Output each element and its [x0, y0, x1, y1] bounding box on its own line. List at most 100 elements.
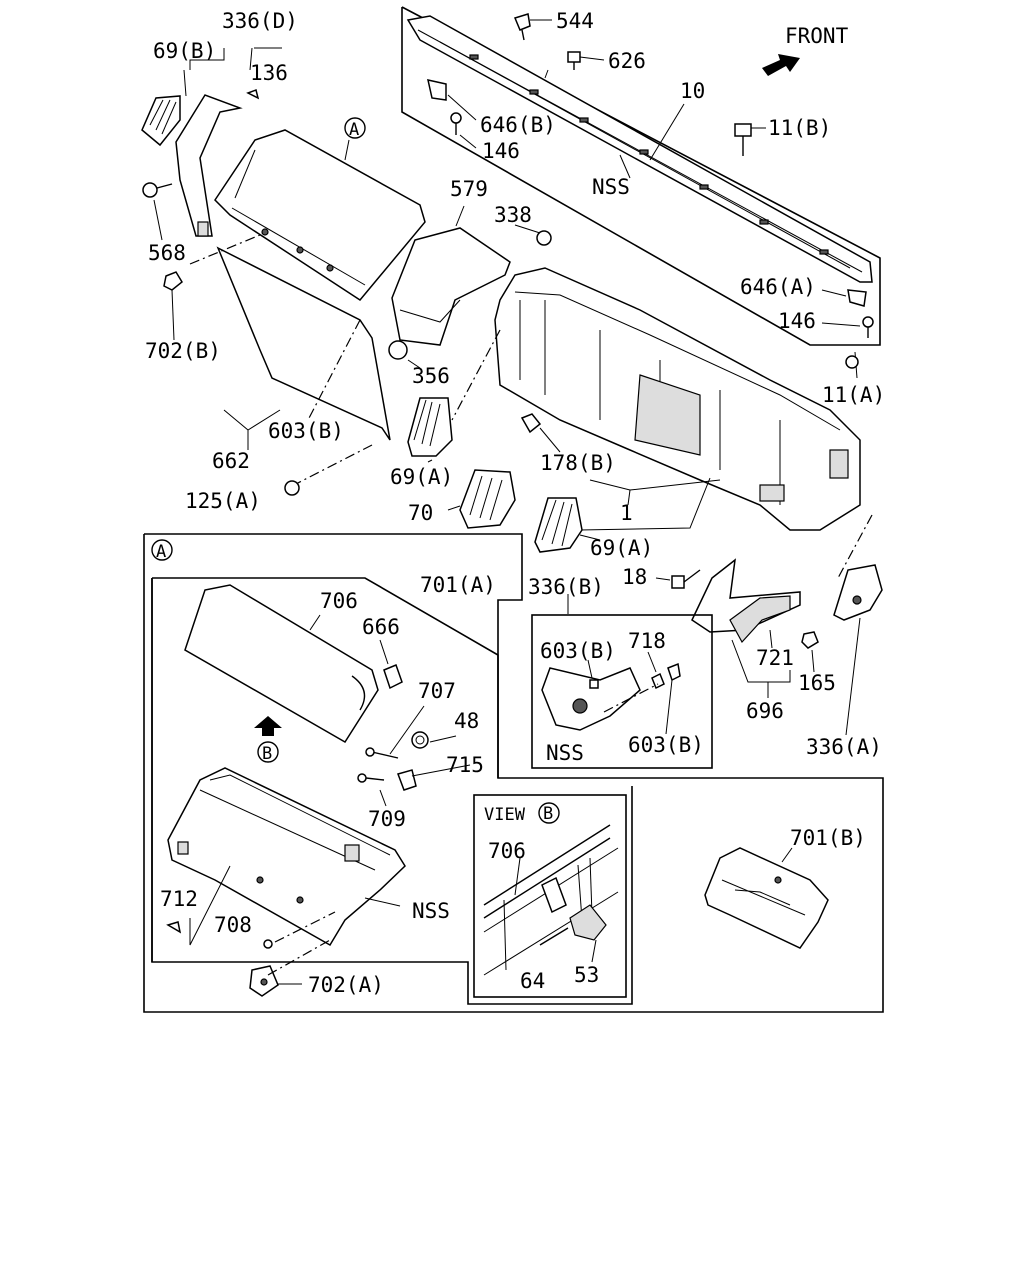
- front-label: FRONT: [785, 24, 849, 48]
- label-336d: 336(D): [222, 9, 298, 33]
- label-nss-inset: NSS: [546, 741, 584, 765]
- nut-356-icon: [388, 340, 408, 360]
- nut-702a-icon: [249, 965, 279, 997]
- bolt-568-icon: [142, 182, 173, 198]
- label-702b: 702(B): [145, 339, 221, 363]
- label-146-right: 146: [778, 309, 816, 333]
- marker-b-view: [538, 802, 560, 824]
- label-53: 53: [574, 963, 599, 987]
- lower-cover-662-icon: [216, 246, 391, 441]
- front-arrow-icon: [762, 54, 800, 76]
- label-125a: 125(A): [185, 489, 261, 513]
- stopper-715-icon: [397, 769, 417, 791]
- label-603b-inset-1: 603(B): [540, 639, 616, 663]
- marker-b-detail: [257, 741, 279, 763]
- label-336b: 336(B): [528, 575, 604, 599]
- marker-a-main: [344, 117, 366, 139]
- pin-707-icon: [365, 747, 399, 759]
- label-a-main: A: [349, 120, 359, 140]
- clip-646b-icon: [427, 79, 447, 101]
- label-709: 709: [368, 807, 406, 831]
- label-11a: 11(A): [822, 383, 885, 407]
- screw-11a-icon: [845, 355, 859, 369]
- label-701b: 701(B): [790, 826, 866, 850]
- glove-box-cover-icon: [214, 129, 426, 301]
- side-cover-336a-icon: [833, 564, 883, 621]
- label-69b: 69(B): [153, 39, 216, 63]
- dash-trim-assembly: [401, 6, 881, 379]
- glove-box-701b-icon: [704, 847, 829, 949]
- label-702a: 702(A): [308, 973, 384, 997]
- screw-708-icon: [263, 939, 273, 949]
- label-696: 696: [746, 699, 784, 723]
- label-603b-main: 603(B): [268, 419, 344, 443]
- bolt-18-icon: [671, 569, 701, 589]
- label-338: 338: [494, 203, 532, 227]
- label-146-top: 146: [482, 139, 520, 163]
- vent-69a-upper-icon: [407, 397, 453, 457]
- screw-146-right-icon: [862, 316, 874, 338]
- spring-48-icon: [411, 731, 429, 749]
- label-136: 136: [250, 61, 288, 85]
- label-544: 544: [556, 9, 594, 33]
- vent-69a-lower-icon: [534, 497, 583, 553]
- marker-a-detail: [151, 539, 173, 561]
- label-662: 662: [212, 449, 250, 473]
- glove-box-body-icon: [167, 767, 406, 947]
- pad-718-icon: [651, 662, 681, 690]
- label-715: 715: [446, 753, 484, 777]
- label-336a: 336(A): [806, 735, 882, 759]
- label-nss-top: NSS: [592, 175, 630, 199]
- trim-721-icon: [729, 595, 791, 644]
- label-666: 666: [362, 615, 400, 639]
- label-646a: 646(A): [740, 275, 816, 299]
- inset-336b: [531, 594, 713, 769]
- label-708: 708: [214, 913, 252, 937]
- clip-646a-icon: [847, 289, 867, 307]
- label-579: 579: [450, 177, 488, 201]
- nut-702b-icon: [163, 271, 183, 291]
- latch-666-icon: [383, 664, 403, 690]
- label-1: 1: [620, 501, 633, 525]
- label-701a: 701(A): [420, 573, 496, 597]
- bolt-11b-icon: [734, 123, 752, 156]
- screw-544-icon: [513, 13, 531, 41]
- label-568: 568: [148, 241, 186, 265]
- label-707: 707: [418, 679, 456, 703]
- label-10: 10: [680, 79, 705, 103]
- view-b-marker: B: [543, 804, 553, 824]
- label-706: 706: [320, 589, 358, 613]
- screw-136-icon: [246, 89, 260, 100]
- trim-clips: [469, 54, 829, 255]
- clip-603b-inset-icon: [589, 679, 599, 689]
- screw-712-icon: [166, 921, 182, 934]
- label-626: 626: [608, 49, 646, 73]
- label-70: 70: [408, 501, 433, 525]
- glove-box-lid-706-icon: [184, 584, 379, 744]
- view-b-title: VIEW: [484, 805, 526, 825]
- screw-146-top-icon: [450, 112, 462, 135]
- label-b-detail: B: [262, 744, 272, 764]
- label-69a-upper: 69(A): [390, 465, 453, 489]
- screw-338-icon: [536, 230, 552, 246]
- label-64: 64: [520, 969, 545, 993]
- view-b-panel: [473, 794, 627, 998]
- label-18: 18: [622, 565, 647, 589]
- instrument-panel-icon: [494, 267, 861, 531]
- left-panel-assembly: [141, 47, 426, 496]
- label-718: 718: [628, 629, 666, 653]
- label-603b-inset-2: 603(B): [628, 733, 704, 757]
- label-69a-lower: 69(A): [590, 536, 653, 560]
- label-706-view: 706: [488, 839, 526, 863]
- label-48: 48: [454, 709, 479, 733]
- bracket-336b-icon: [541, 667, 641, 731]
- label-721: 721: [756, 646, 794, 670]
- screw-626-icon: [567, 51, 581, 70]
- vent-69b-icon: [141, 95, 181, 147]
- labels: FRONT 336(D) 69(B) 136 568 702(B) A 579 …: [145, 9, 885, 997]
- label-165: 165: [798, 671, 836, 695]
- label-712: 712: [160, 887, 198, 911]
- detail-a-frame: [143, 533, 884, 1013]
- up-arrow-icon: [254, 716, 282, 736]
- side-bracket-336d-icon: [175, 94, 243, 237]
